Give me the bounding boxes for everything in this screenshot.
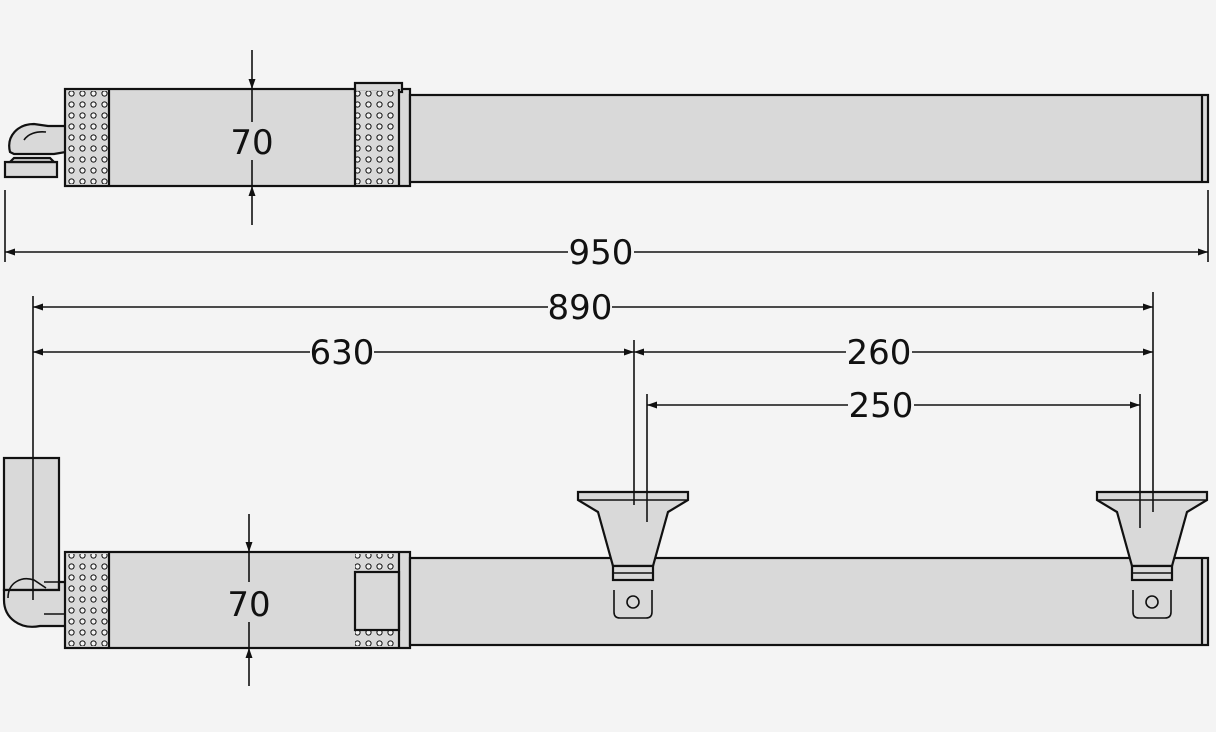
top-view: 70 950 — [3, 50, 1210, 273]
top-vent-left — [67, 91, 109, 184]
dimension-260: 260 — [634, 333, 1153, 373]
top-motor-housing — [63, 87, 412, 188]
side-height-label: 70 — [227, 585, 270, 625]
top-height-dimension: 70 — [230, 50, 274, 225]
side-bracket — [353, 570, 401, 632]
top-height-label: 70 — [230, 123, 273, 163]
dimension-250-label: 250 — [849, 386, 914, 426]
side-arm-tube — [408, 556, 1210, 647]
top-clamp — [353, 81, 404, 94]
top-arm-tube — [408, 93, 1210, 184]
dimension-630: 630 — [33, 333, 634, 373]
side-motor-housing — [63, 550, 412, 650]
mount-bracket-far — [1095, 490, 1209, 619]
mount-bracket-near — [576, 490, 690, 619]
dimension-250: 250 — [647, 386, 1140, 426]
overall-length-label: 950 — [569, 233, 634, 273]
top-vent-right — [355, 91, 399, 184]
side-vent-right-top — [355, 554, 399, 572]
dimension-890: 890 — [33, 288, 1153, 328]
side-vent-left — [67, 554, 109, 646]
top-motor-elbow — [3, 122, 68, 179]
side-vent-right-bottom — [355, 630, 399, 646]
side-motor-post — [2, 456, 68, 628]
dimension-260-label: 260 — [847, 333, 912, 373]
dimension-890-label: 890 — [548, 288, 613, 328]
dimension-630-label: 630 — [310, 333, 375, 373]
overall-length-dimension: 950 — [4, 190, 1209, 273]
side-view: 70 890 630 260 250 — [2, 288, 1210, 686]
side-height-dimension: 70 — [227, 514, 271, 686]
